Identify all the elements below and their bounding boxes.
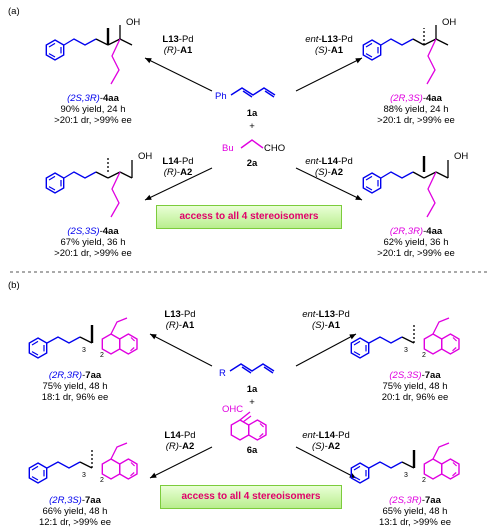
- reagent-a-bottom-right: ent-L14-Pd (S)-A2: [305, 156, 353, 178]
- reagent-a-bottom-left: L14-Pd (R)-A2: [162, 156, 194, 178]
- plus-sign-b: +: [249, 397, 255, 408]
- aldehyde-6a-structure: [230, 411, 267, 441]
- reagent-a-top-right: ent-L13-Pd (S)-A1: [305, 34, 353, 56]
- panel-b-arrows: [149, 333, 357, 479]
- product-a-tr: (2R,3S)-4aa 88% yield, 24 h>20:1 dr, >99…: [377, 93, 455, 126]
- plus-sign-a: +: [249, 121, 255, 132]
- reagent-a-top-left: L13-Pd (R)-A1: [162, 34, 194, 56]
- stereoisomers-banner-b: access to all 4 stereoisomers: [160, 485, 342, 509]
- reagent-b-bottom-left: L14-Pd (R)-A2: [164, 430, 196, 452]
- diene-1a-structure: [230, 87, 276, 98]
- locant-2-tl: 2: [100, 352, 104, 359]
- panel-a-arrows: [144, 57, 363, 201]
- diene-1a-structure-b: [229, 363, 275, 374]
- panel-b-label: (b): [8, 280, 20, 291]
- locant-3-bl: 3: [82, 472, 86, 479]
- oh-label-tr: OH: [442, 17, 457, 28]
- locant-3-br: 3: [404, 472, 408, 479]
- aldehyde-2a-structure: [240, 139, 264, 149]
- oh-label-bl: OH: [138, 151, 153, 162]
- reagent-b-top-left: L13-Pd (R)-A1: [164, 309, 196, 331]
- product-a-tl: (2S,3R)-4aa 90% yield, 24 h>20:1 dr, >99…: [54, 93, 132, 126]
- locant-2-bl: 2: [100, 477, 104, 484]
- stereoisomers-banner-a: access to all 4 stereoisomers: [156, 205, 342, 229]
- diene-1a-label-b: 1a: [246, 384, 258, 395]
- oh-label-br: OH: [454, 151, 469, 162]
- locant-2-br: 2: [422, 477, 426, 484]
- ohc-label: OHC: [222, 404, 244, 415]
- aldehyde-2a-label: 2a: [246, 158, 258, 169]
- oh-label-tl: OH: [126, 17, 141, 28]
- locant-3-tl: 3: [82, 347, 86, 354]
- reagent-b-top-right: ent-L13-Pd (S)-A1: [302, 309, 350, 331]
- product-7aa-skeletons: [28, 317, 460, 484]
- diene-1a-label: 1a: [246, 108, 258, 119]
- product-4aa-skeletons: [45, 25, 449, 218]
- panel-a-label: (a): [8, 6, 20, 17]
- locant-2-tr: 2: [422, 352, 426, 359]
- r-label: R: [219, 368, 226, 379]
- bu-label: Bu: [222, 143, 234, 154]
- reagent-b-bottom-right: ent-L14-Pd (S)-A2: [302, 430, 350, 452]
- cho-label: CHO: [264, 143, 286, 154]
- aldehyde-6a-label: 6a: [246, 445, 258, 456]
- locant-3-tr: 3: [404, 347, 408, 354]
- ph-label: Ph: [215, 91, 227, 102]
- product-a-bl: (2S,3S)-4aa 67% yield, 36 h>20:1 dr, >99…: [54, 226, 132, 259]
- product-a-br: (2R,3R)-4aa 62% yield, 36 h>20:1 dr, >99…: [377, 226, 455, 259]
